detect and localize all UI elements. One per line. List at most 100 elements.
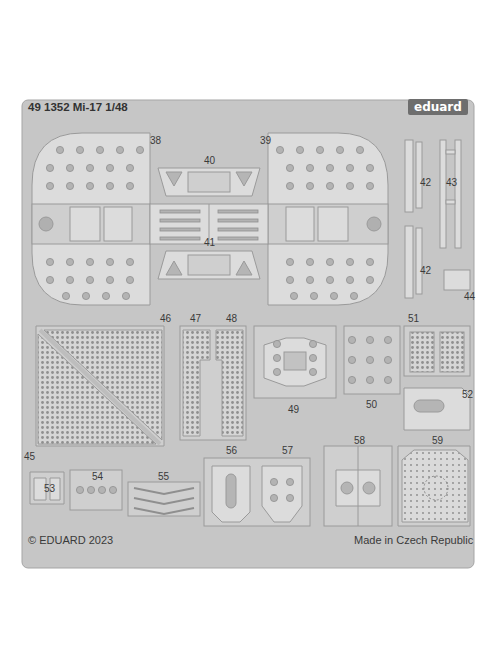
hole	[126, 258, 133, 265]
callout-number: 44	[464, 292, 475, 302]
part-56	[212, 466, 250, 522]
panel-window	[318, 207, 348, 241]
strip-part	[405, 140, 413, 212]
hole	[46, 276, 53, 283]
hole	[273, 354, 280, 361]
eduard-logo-plate	[408, 99, 468, 115]
callout-number: 53	[44, 484, 55, 494]
hole	[366, 258, 373, 265]
hole	[366, 376, 373, 383]
hole	[86, 276, 93, 283]
callout-number: 57	[282, 446, 293, 456]
callout-number: 47	[190, 314, 201, 324]
callout-number: 48	[226, 314, 237, 324]
callout-number: 52	[462, 390, 473, 400]
hole	[309, 340, 316, 347]
etched-parts	[30, 133, 470, 526]
hole	[76, 486, 83, 493]
hole	[66, 182, 73, 189]
callout-number: 42	[420, 178, 431, 188]
hole	[306, 258, 313, 265]
fret-sheet	[22, 100, 474, 568]
part-59	[402, 450, 468, 522]
hole	[384, 376, 391, 383]
hole	[366, 164, 373, 171]
slot	[218, 219, 258, 222]
callout-number: 43	[446, 178, 457, 188]
hole	[346, 258, 353, 265]
callout-number: 58	[354, 436, 365, 446]
slot	[160, 219, 200, 222]
hole	[116, 146, 123, 153]
part-57	[262, 466, 302, 522]
hole	[270, 494, 277, 501]
strip-part	[440, 140, 446, 248]
part-44	[444, 270, 470, 290]
hole	[286, 258, 293, 265]
hole	[346, 276, 353, 283]
hole	[87, 486, 94, 493]
hole	[126, 182, 133, 189]
hole	[273, 340, 280, 347]
hole	[109, 486, 116, 493]
hole	[348, 356, 355, 363]
brand-logo: eduard	[414, 101, 462, 113]
hole	[96, 146, 103, 153]
hole	[286, 494, 293, 501]
hole	[102, 292, 109, 299]
hole	[326, 164, 333, 171]
slot	[160, 210, 200, 213]
hole	[76, 146, 83, 153]
hole	[98, 486, 105, 493]
hole	[273, 368, 280, 375]
hole	[366, 276, 373, 283]
hole	[330, 292, 337, 299]
slot	[160, 228, 200, 231]
hole	[296, 146, 303, 153]
hole	[290, 292, 297, 299]
callout-number: 41	[204, 238, 215, 248]
hole	[46, 182, 53, 189]
hole	[270, 478, 277, 485]
hole	[276, 146, 283, 153]
panel-window	[104, 207, 132, 241]
hole	[66, 258, 73, 265]
hole	[66, 164, 73, 171]
hole	[384, 356, 391, 363]
panel-window	[286, 207, 314, 241]
callout-number: 42	[420, 266, 431, 276]
strip-part	[405, 226, 413, 298]
part-52	[404, 388, 470, 430]
hole	[348, 376, 355, 383]
hole	[62, 292, 69, 299]
hole	[286, 478, 293, 485]
hole	[86, 182, 93, 189]
hole	[366, 336, 373, 343]
slot	[218, 228, 258, 231]
hole	[106, 182, 113, 189]
hole	[350, 292, 357, 299]
panel-band	[32, 204, 150, 244]
hole	[86, 258, 93, 265]
slot	[218, 237, 258, 240]
hole	[39, 217, 53, 231]
callout-number: 46	[160, 314, 171, 324]
hole	[126, 276, 133, 283]
holes	[46, 146, 391, 501]
callout-number: 40	[204, 156, 215, 166]
hole	[366, 182, 373, 189]
hole	[306, 164, 313, 171]
panel-part	[32, 133, 150, 305]
panel-window	[70, 207, 100, 241]
hole	[336, 146, 343, 153]
slot	[218, 210, 258, 213]
hole	[316, 146, 323, 153]
slot	[160, 237, 200, 240]
hole	[286, 164, 293, 171]
hole	[126, 164, 133, 171]
panel-part	[268, 133, 388, 305]
hole	[326, 182, 333, 189]
fret-title: 49 1352 Mi-17 1/48	[28, 102, 128, 114]
part-49	[264, 338, 326, 386]
